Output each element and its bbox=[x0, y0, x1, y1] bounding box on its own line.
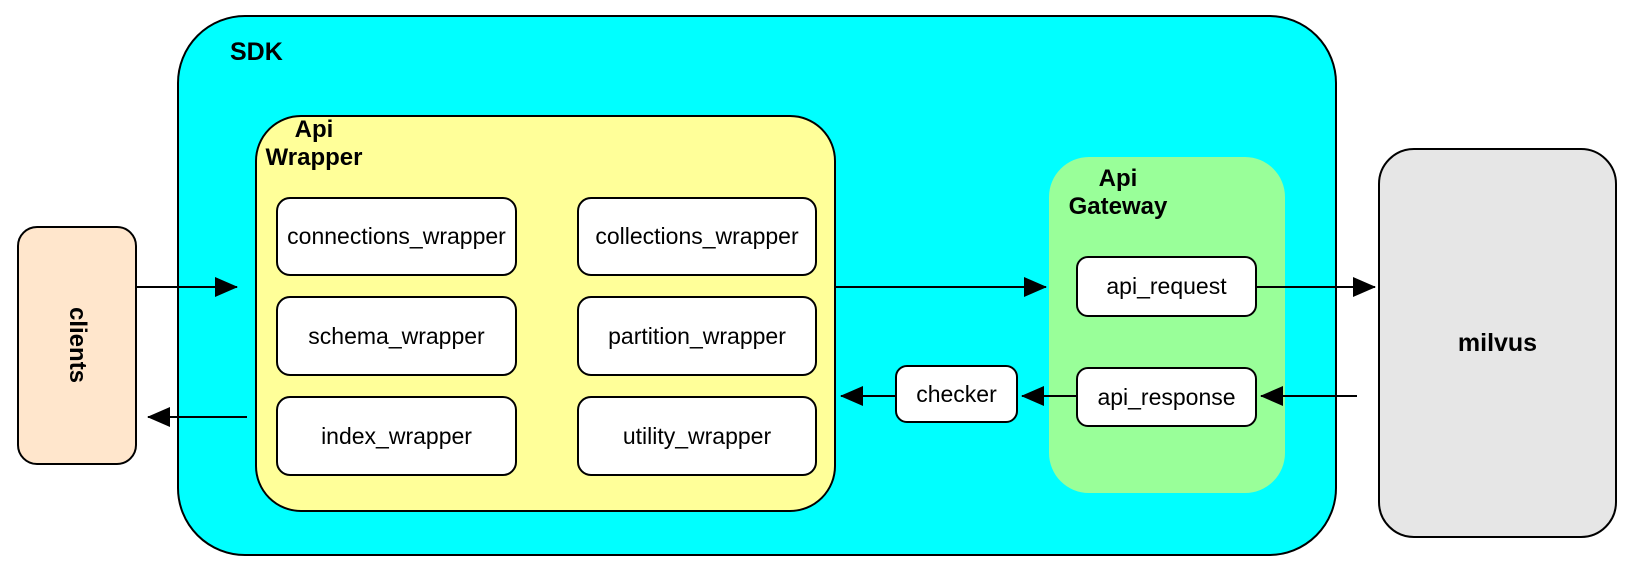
api-response-node: api_response bbox=[1076, 367, 1257, 427]
connections-wrapper-node: connections_wrapper bbox=[276, 197, 517, 276]
utility-wrapper-node: utility_wrapper bbox=[577, 396, 817, 476]
api-response-label: api_response bbox=[1097, 383, 1236, 410]
schema-wrapper-node: schema_wrapper bbox=[276, 296, 517, 376]
api-request-label: api_request bbox=[1106, 273, 1227, 299]
api-wrapper-label: Api Wrapper bbox=[265, 116, 363, 171]
milvus-box: milvus bbox=[1378, 148, 1617, 538]
checker-label: checker bbox=[916, 380, 997, 407]
api-gateway-container bbox=[1049, 157, 1285, 493]
connections-wrapper-label: connections_wrapper bbox=[287, 223, 506, 249]
clients-box: clients bbox=[17, 226, 137, 465]
partition-wrapper-label: partition_wrapper bbox=[608, 322, 786, 349]
index-wrapper-label: index_wrapper bbox=[321, 422, 472, 449]
collections-wrapper-label: collections_wrapper bbox=[595, 223, 799, 249]
api-request-node: api_request bbox=[1076, 256, 1257, 317]
partition-wrapper-node: partition_wrapper bbox=[577, 296, 817, 376]
milvus-label: milvus bbox=[1457, 328, 1538, 357]
schema-wrapper-label: schema_wrapper bbox=[308, 322, 485, 349]
api-gateway-label: Api Gateway bbox=[1068, 165, 1168, 220]
collections-wrapper-node: collections_wrapper bbox=[577, 197, 817, 276]
index-wrapper-node: index_wrapper bbox=[276, 396, 517, 476]
clients-label: clients bbox=[64, 307, 91, 384]
checker-node: checker bbox=[895, 365, 1018, 423]
utility-wrapper-label: utility_wrapper bbox=[622, 422, 772, 449]
sdk-label: SDK bbox=[230, 38, 283, 66]
